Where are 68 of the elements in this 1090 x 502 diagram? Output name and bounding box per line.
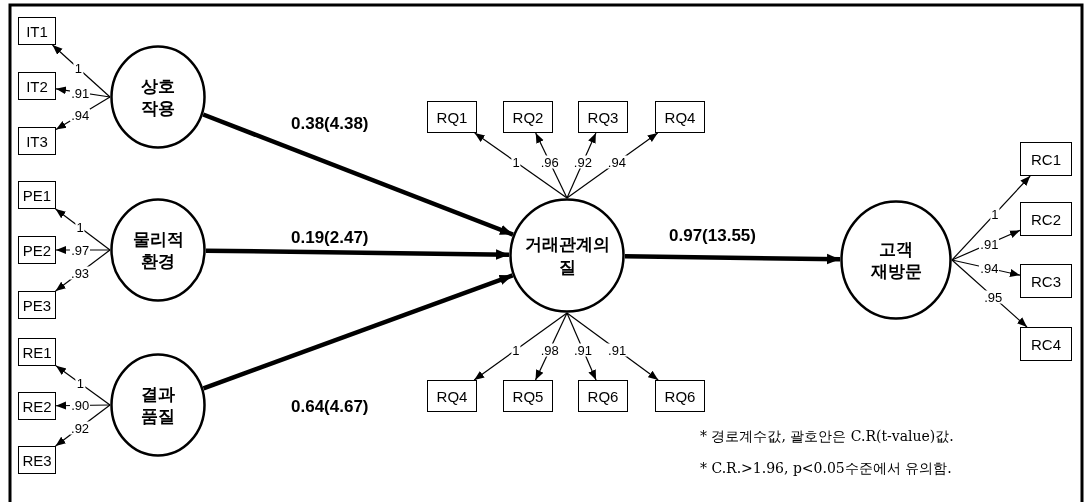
loading-value: .91 — [979, 237, 1000, 251]
loading-value: .91 — [70, 86, 91, 99]
latent-variable-circle: 상호 작용 — [110, 45, 206, 149]
arrow — [951, 259, 1021, 277]
indicator-box: RQ5 — [503, 380, 553, 412]
loading-value: .91 — [572, 343, 593, 357]
indicator-box: RQ1 — [427, 101, 477, 133]
latent-variable-circle: 거래관계의 질 — [509, 198, 625, 313]
indicator-box: IT3 — [18, 127, 56, 155]
path-coefficient: 0.97(13.55) — [668, 227, 757, 244]
arrow — [473, 312, 568, 381]
indicator-box: RE2 — [18, 392, 56, 420]
loading-value: .94 — [606, 155, 627, 169]
indicator-box: RQ6 — [578, 380, 628, 412]
indicator-box: IT2 — [18, 72, 56, 100]
loading-value: 1 — [73, 61, 83, 75]
arrow — [624, 253, 841, 265]
latent-variable-circle: 고객 재방문 — [840, 200, 952, 320]
loading-value: 1 — [511, 343, 521, 357]
indicator-box: RQ4 — [427, 380, 477, 412]
indicator-box: PE1 — [18, 181, 56, 209]
loading-value: .94 — [979, 261, 1000, 275]
arrow — [951, 175, 1031, 261]
loading-value: .91 — [607, 343, 628, 357]
latent-variable-circle: 결과 품질 — [110, 353, 206, 457]
loading-value: .92 — [70, 421, 91, 435]
indicator-box: RC1 — [1020, 142, 1072, 176]
arrow — [566, 312, 597, 381]
arrow — [55, 365, 111, 406]
loading-value: 1 — [990, 207, 1000, 221]
path-coefficient: 0.19(2.47) — [290, 229, 370, 246]
indicator-box: RQ4 — [655, 101, 705, 133]
loading-value: .90 — [70, 398, 91, 412]
loading-value: .94 — [70, 108, 91, 122]
indicator-box: PE2 — [18, 236, 56, 264]
loading-value: .92 — [572, 155, 593, 169]
footnote: * C.R.>1.96, p<0.05수준에서 유의함. — [700, 460, 952, 478]
indicator-box: IT1 — [18, 17, 56, 45]
arrow — [205, 248, 510, 260]
indicator-box: RC4 — [1020, 327, 1072, 361]
arrow — [202, 112, 514, 237]
latent-variable-circle: 물리적 환경 — [110, 198, 206, 302]
indicator-box: RQ3 — [578, 101, 628, 133]
arrow — [55, 86, 111, 98]
arrow — [474, 132, 568, 199]
arrow — [55, 208, 111, 251]
path-coefficient: 0.38(4.38) — [290, 115, 370, 132]
loading-value: .96 — [539, 155, 560, 169]
loading-value: .98 — [539, 343, 560, 357]
indicator-box: RE3 — [18, 446, 56, 474]
indicator-box: RE1 — [18, 338, 56, 366]
loading-value: 1 — [75, 220, 85, 234]
footnote: * 경로계수값, 괄호안은 C.R(t-value)값. — [700, 428, 954, 446]
indicator-box: PE3 — [18, 291, 56, 319]
arrow — [202, 273, 514, 391]
loading-value: .95 — [983, 290, 1004, 304]
arrow — [566, 132, 659, 199]
arrow — [566, 312, 659, 381]
arrow — [51, 44, 111, 98]
indicator-box: RQ2 — [503, 101, 553, 133]
indicator-box: RQ6 — [655, 380, 705, 412]
path-coefficient: 0.64(4.67) — [290, 398, 370, 415]
loading-value: .93 — [70, 266, 91, 280]
indicator-box: RC2 — [1020, 202, 1072, 236]
loading-value: .97 — [70, 243, 91, 257]
loading-value: 1 — [511, 155, 521, 169]
loading-value: 1 — [75, 376, 85, 390]
indicator-box: RC3 — [1020, 264, 1072, 298]
